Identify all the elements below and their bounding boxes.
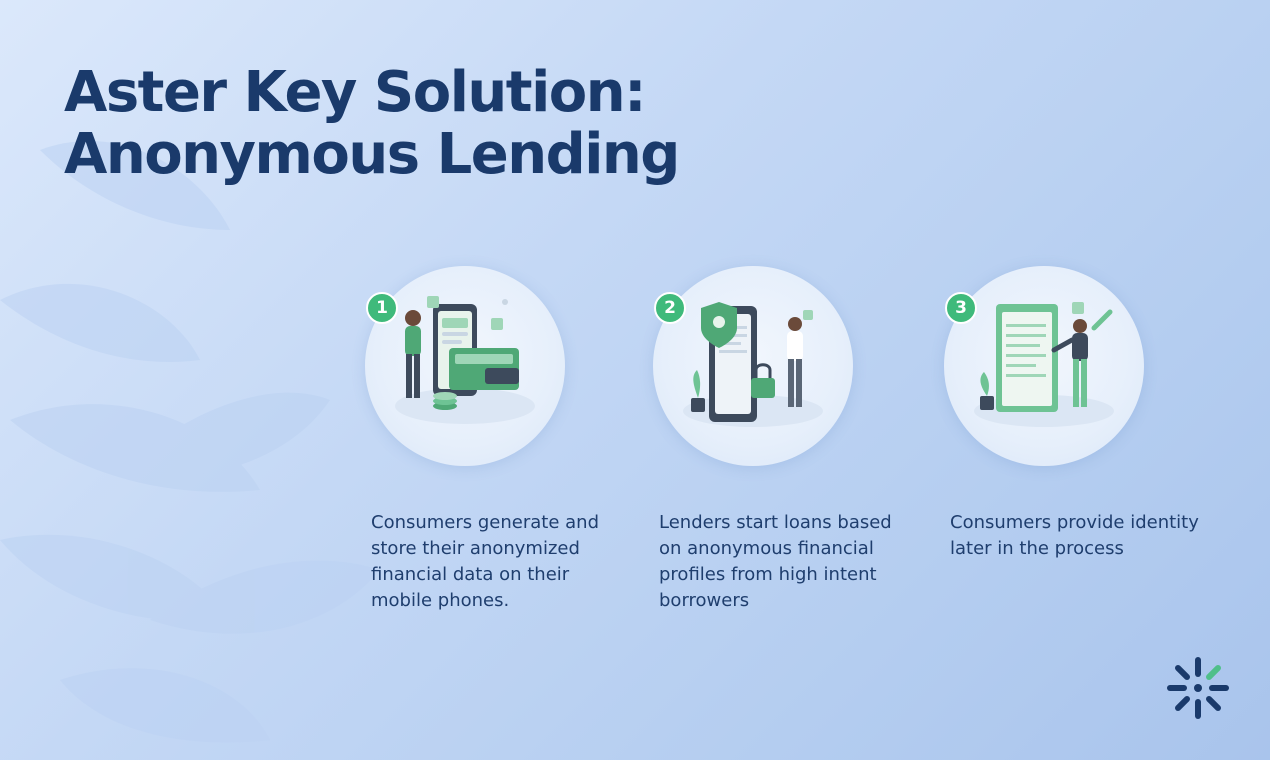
page-title: Aster Key Solution: Anonymous Lending [64, 60, 680, 187]
step-1-illustration [365, 266, 565, 466]
step-description: Consumers generate and store their anony… [371, 512, 600, 611]
step-description: Consumers provide identity later in the … [950, 512, 1199, 559]
leaf-shadow-decoration [0, 141, 380, 743]
step-description: Lenders start loans based on anonymous f… [659, 512, 892, 611]
step-3-illustration [944, 266, 1144, 466]
aster-key-logo-icon [1167, 657, 1229, 719]
step-2-illustration [653, 266, 853, 466]
step-number-badge: 3 [945, 292, 977, 324]
title-line-2: Anonymous Lending [64, 122, 680, 187]
step-number-badge: 1 [366, 292, 398, 324]
title-line-1: Aster Key Solution: [64, 60, 646, 125]
step-number-badge: 2 [654, 292, 686, 324]
